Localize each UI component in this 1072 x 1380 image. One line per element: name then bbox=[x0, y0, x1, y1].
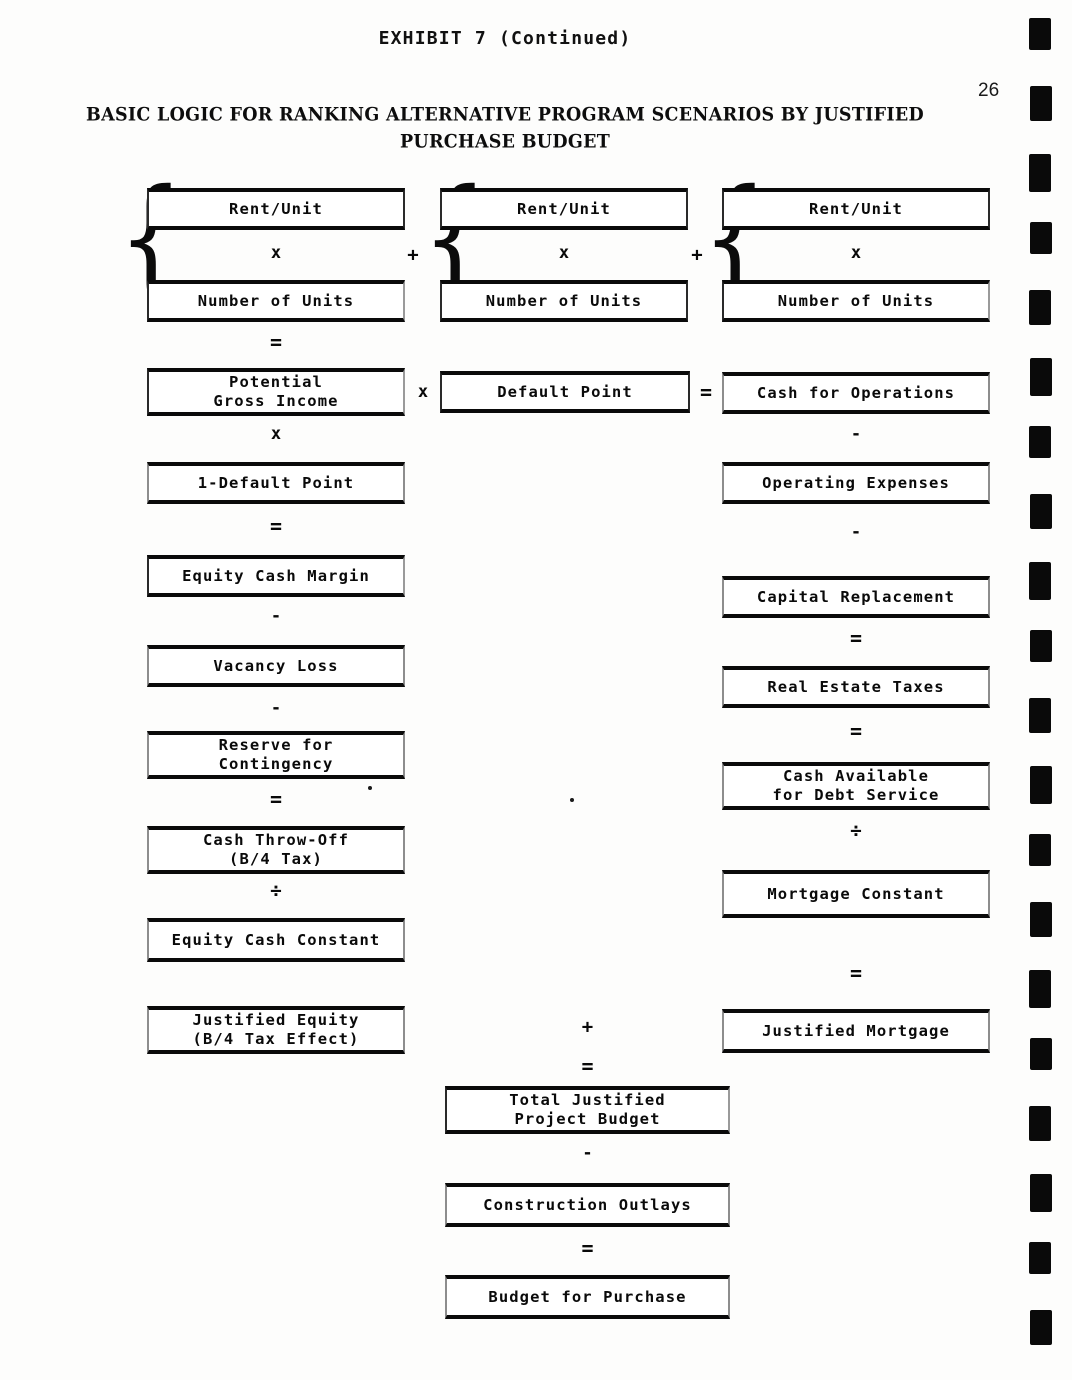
binding-mark bbox=[1029, 290, 1051, 325]
binding-mark bbox=[1030, 222, 1052, 254]
operator-equals-cash-for-operations: = bbox=[699, 380, 713, 404]
exhibit-header: EXHIBIT 7 (Continued) bbox=[378, 28, 632, 49]
operator-divide-mortgage-constant: ÷ bbox=[850, 820, 862, 842]
binding-mark bbox=[1030, 766, 1052, 804]
node-capital-replacement: Capital Replacement bbox=[722, 576, 990, 618]
operator-minus-operating-expenses: - bbox=[850, 424, 862, 444]
operator-minus-reserve: - bbox=[270, 698, 282, 718]
operator-equals-cash-available: = bbox=[849, 719, 863, 743]
node-number-of-units-3: Number of Units bbox=[722, 280, 990, 322]
operator-equals-cash-throw-off: = bbox=[269, 787, 283, 811]
binding-mark bbox=[1029, 1242, 1051, 1274]
operator-minus-vacancy-loss: - bbox=[270, 606, 282, 626]
node-cash-for-operations: Cash for Operations bbox=[722, 372, 990, 414]
node-number-of-units-1: Number of Units bbox=[147, 280, 405, 322]
operator-multiply-default-point: x bbox=[417, 382, 429, 402]
node-reserve-for-contingency: Reserve for Contingency bbox=[147, 731, 405, 779]
binding-mark bbox=[1030, 1310, 1052, 1345]
operator-multiply-1-default-point: x bbox=[270, 424, 282, 444]
binding-mark bbox=[1029, 834, 1051, 866]
operator-multiply-group-1: x bbox=[270, 243, 282, 263]
operator-minus-construction-outlays: - bbox=[582, 1143, 593, 1163]
binding-mark bbox=[1030, 86, 1052, 121]
operator-plus-groups-1-2: + bbox=[407, 244, 419, 266]
node-default-point: Default Point bbox=[440, 371, 690, 413]
title-line-2: PURCHASE BUDGET bbox=[399, 131, 611, 153]
operator-plus-equity-mortgage: + bbox=[581, 1016, 594, 1038]
binding-mark bbox=[1030, 630, 1052, 662]
binding-mark bbox=[1030, 494, 1052, 529]
node-cash-throw-off: Cash Throw-Off (B/4 Tax) bbox=[147, 826, 405, 874]
node-operating-expenses: Operating Expenses bbox=[722, 462, 990, 504]
binding-mark bbox=[1030, 1038, 1052, 1070]
operator-equals-pgi: = bbox=[269, 330, 283, 354]
node-real-estate-taxes: Real Estate Taxes bbox=[722, 666, 990, 708]
node-rent-unit-3: Rent/Unit bbox=[722, 188, 990, 230]
page-title: BASIC LOGIC FOR RANKING ALTERNATIVE PROG… bbox=[0, 102, 1010, 156]
operator-divide-equity-cash-constant: ÷ bbox=[270, 880, 282, 902]
node-potential-gross-income: Potential Gross Income bbox=[147, 368, 405, 416]
node-mortgage-constant: Mortgage Constant bbox=[722, 870, 990, 918]
operator-equals-total-justified-budget: = bbox=[581, 1054, 594, 1078]
node-justified-equity: Justified Equity (B/4 Tax Effect) bbox=[147, 1006, 405, 1054]
operator-plus-groups-2-3: + bbox=[691, 244, 703, 266]
node-total-justified-project-budget: Total Justified Project Budget bbox=[445, 1086, 730, 1134]
node-cash-available-for-debt-service: Cash Available for Debt Service bbox=[722, 762, 990, 810]
binding-mark bbox=[1029, 1106, 1051, 1141]
operator-multiply-group-3: x bbox=[850, 243, 862, 263]
scan-speckle bbox=[368, 786, 372, 790]
node-budget-for-purchase: Budget for Purchase bbox=[445, 1275, 730, 1319]
node-number-of-units-2: Number of Units bbox=[440, 280, 688, 322]
operator-equals-budget-for-purchase: = bbox=[581, 1236, 594, 1260]
binding-mark bbox=[1029, 698, 1051, 733]
node-equity-cash-constant: Equity Cash Constant bbox=[147, 918, 405, 962]
node-equity-cash-margin: Equity Cash Margin bbox=[147, 555, 405, 597]
operator-equals-real-estate-taxes: = bbox=[849, 626, 863, 650]
node-vacancy-loss: Vacancy Loss bbox=[147, 645, 405, 687]
node-rent-unit-2: Rent/Unit bbox=[440, 188, 688, 230]
binding-mark bbox=[1029, 562, 1051, 600]
operator-minus-capital-replacement: - bbox=[850, 522, 862, 542]
page-number: 26 bbox=[978, 80, 1000, 101]
node-justified-mortgage: Justified Mortgage bbox=[722, 1009, 990, 1053]
node-rent-unit-1: Rent/Unit bbox=[147, 188, 405, 230]
binding-mark bbox=[1030, 902, 1052, 937]
binding-marks-strip bbox=[1028, 0, 1062, 1380]
operator-multiply-group-2: x bbox=[558, 243, 570, 263]
binding-mark bbox=[1030, 1174, 1052, 1212]
binding-mark bbox=[1029, 970, 1051, 1008]
binding-mark bbox=[1029, 154, 1051, 192]
node-construction-outlays: Construction Outlays bbox=[445, 1183, 730, 1227]
binding-mark bbox=[1029, 426, 1051, 458]
title-line-1: BASIC LOGIC FOR RANKING ALTERNATIVE PROG… bbox=[85, 104, 924, 126]
scan-speckle bbox=[570, 798, 574, 802]
binding-mark bbox=[1029, 18, 1051, 50]
binding-mark bbox=[1030, 358, 1052, 396]
operator-equals-justified-mortgage: = bbox=[849, 961, 863, 985]
node-1-default-point: 1-Default Point bbox=[147, 462, 405, 504]
operator-equals-equity-cash-margin: = bbox=[269, 514, 283, 538]
